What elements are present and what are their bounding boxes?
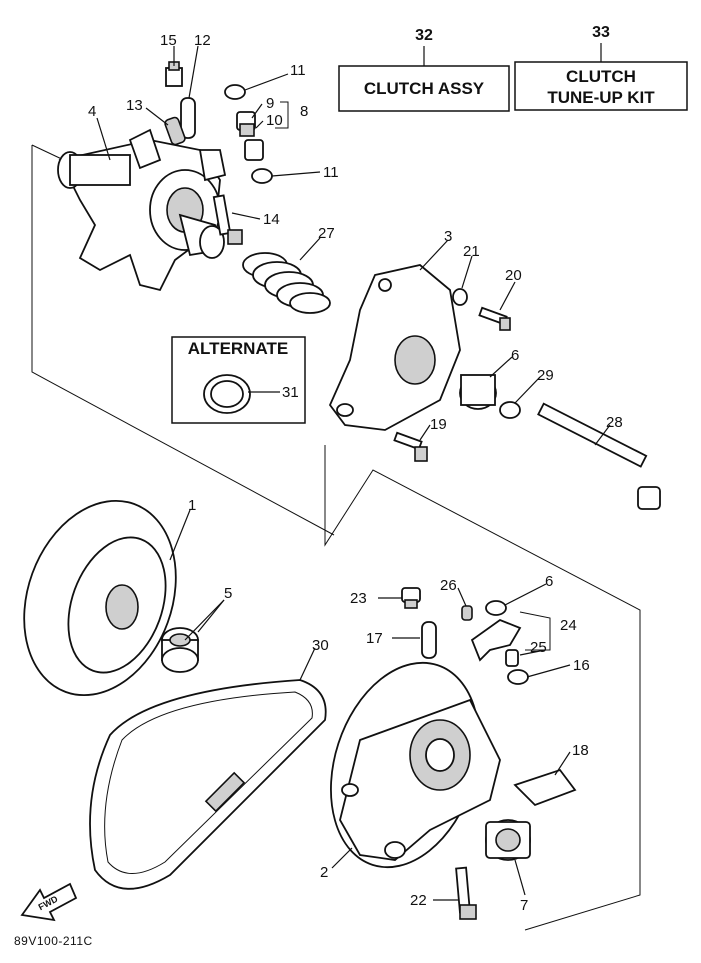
movable-sheave-part [330, 661, 501, 869]
fixed-sheave-part [23, 499, 177, 697]
callout-10: 10 [266, 112, 283, 129]
callout-23: 23 [350, 590, 367, 607]
sheave-hardware [401, 587, 577, 920]
spider-hub-part [57, 128, 227, 292]
callout-8: 8 [300, 103, 308, 120]
callout-28: 28 [606, 414, 623, 431]
callout-6-lower: 6 [545, 573, 553, 590]
callout-25: 25 [530, 639, 547, 656]
drive-belt-part [89, 679, 327, 890]
alternate-label: ALTERNATE [188, 339, 288, 358]
callout-29: 29 [537, 367, 554, 384]
callout-27: 27 [318, 225, 335, 242]
callout-numbers: 15 12 13 4 11 9 8 10 11 14 27 3 21 20 6 … [88, 32, 623, 914]
callout-14: 14 [263, 211, 280, 228]
callout-20: 20 [505, 267, 522, 284]
forward-direction-arrow: FWD [20, 882, 78, 922]
callout-6-upper: 6 [511, 347, 519, 364]
callout-17: 17 [366, 630, 383, 647]
callout-13: 13 [126, 97, 143, 114]
callout-22: 22 [410, 892, 427, 909]
alternate-part-number: 31 [282, 384, 299, 401]
callout-19: 19 [430, 416, 447, 433]
bushing-part [161, 627, 199, 673]
tune-up-kit-box: 33 CLUTCH TUNE-UP KIT [514, 24, 688, 111]
callout-4: 4 [88, 103, 96, 120]
callout-2: 2 [320, 864, 328, 881]
alternate-box: ALTERNATE 31 [171, 336, 306, 424]
callout-18: 18 [572, 742, 589, 759]
callout-12: 12 [194, 32, 211, 49]
callout-26: 26 [440, 577, 457, 594]
callout-3: 3 [444, 228, 452, 245]
callout-15: 15 [160, 32, 177, 49]
hardware-top [164, 61, 273, 245]
tune-up-kit-label-1: CLUTCH [566, 67, 636, 86]
cover-hardware [393, 288, 661, 510]
callout-30: 30 [312, 637, 329, 654]
spring-part [242, 252, 331, 314]
callout-24: 24 [560, 617, 577, 634]
diagram-code: 89V100-211C [14, 934, 93, 948]
leader-lines [96, 45, 611, 901]
callout-21: 21 [463, 243, 480, 260]
callout-5: 5 [224, 585, 232, 602]
callout-11-lower: 11 [323, 164, 339, 181]
tune-up-kit-ref: 33 [592, 24, 610, 41]
callout-9: 9 [266, 95, 274, 112]
clutch-assy-box: 32 CLUTCH ASSY [338, 27, 510, 112]
callout-11-top: 11 [290, 62, 306, 79]
clutch-assy-label: CLUTCH ASSY [364, 79, 485, 98]
callout-16: 16 [573, 657, 590, 674]
tune-up-kit-label-2: TUNE-UP KIT [547, 88, 655, 107]
clutch-assy-ref: 32 [415, 27, 433, 44]
callout-1: 1 [188, 497, 196, 514]
callout-7: 7 [520, 897, 528, 914]
cover-part [328, 264, 461, 431]
